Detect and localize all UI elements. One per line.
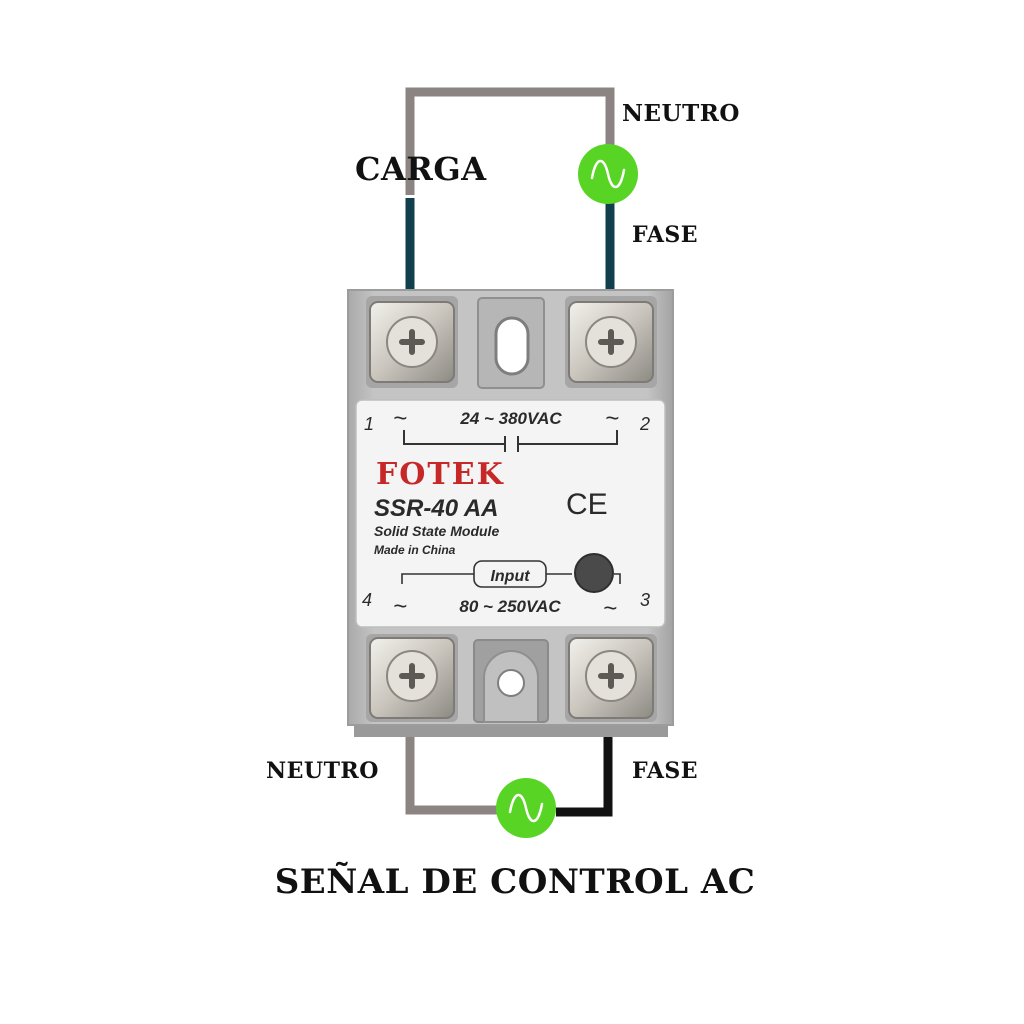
sine-wave-icon bbox=[590, 159, 626, 189]
top-mounting-slot bbox=[477, 297, 545, 389]
input-symbol bbox=[401, 573, 621, 584]
terminal-2-label: 2 bbox=[639, 414, 650, 434]
brand-logo: FOTEK bbox=[376, 457, 505, 492]
model-number: SSR-40 AA bbox=[374, 495, 498, 522]
top-loop-wire bbox=[405, 87, 615, 195]
bottom-mounting-slot bbox=[473, 639, 549, 723]
input-range: 80 ~ 250VAC bbox=[459, 597, 561, 616]
terminal-4-label: 4 bbox=[362, 590, 372, 610]
ac-source-top bbox=[578, 144, 638, 204]
output-range: 24 ~ 380VAC bbox=[459, 409, 562, 428]
output-symbol bbox=[403, 430, 618, 452]
tilde-1: ~ bbox=[393, 405, 407, 432]
tilde-2: ~ bbox=[605, 405, 619, 432]
led-icon bbox=[574, 553, 614, 593]
origin: Made in China bbox=[374, 543, 456, 557]
neutro-top-label: NEUTRO bbox=[622, 100, 740, 127]
phillips-screw-icon bbox=[598, 663, 624, 689]
terminal-2-screw bbox=[568, 301, 654, 383]
tilde-4: ~ bbox=[393, 593, 407, 620]
terminal-4-screw bbox=[369, 637, 455, 719]
phillips-screw-icon bbox=[399, 663, 425, 689]
terminal-1-screw bbox=[369, 301, 455, 383]
ac-source-bottom bbox=[496, 778, 556, 838]
diagram-title: SEÑAL DE CONTROL AC bbox=[274, 862, 756, 902]
ce-mark: CE bbox=[566, 488, 608, 521]
description: Solid State Module bbox=[374, 523, 499, 539]
phillips-screw-icon bbox=[399, 329, 425, 355]
phillips-screw-icon bbox=[598, 329, 624, 355]
neutro-bottom-label: NEUTRO bbox=[266, 758, 379, 784]
sine-wave-icon bbox=[508, 793, 544, 823]
tilde-3: ~ bbox=[603, 595, 617, 622]
solid-state-relay: 1 ~ 24 ~ 380VAC ~ 2 FOTEK SSR-40 AA CE S… bbox=[347, 289, 674, 737]
input-box bbox=[473, 560, 547, 588]
fase-bottom-label: FASE bbox=[632, 758, 699, 784]
input-label: Input bbox=[490, 568, 530, 585]
carga-label: CARGA bbox=[355, 150, 487, 188]
terminal-3-screw bbox=[568, 637, 654, 719]
fase-top-label: FASE bbox=[632, 222, 699, 248]
terminal-3-label: 3 bbox=[640, 590, 650, 610]
terminal-1-label: 1 bbox=[364, 414, 374, 434]
